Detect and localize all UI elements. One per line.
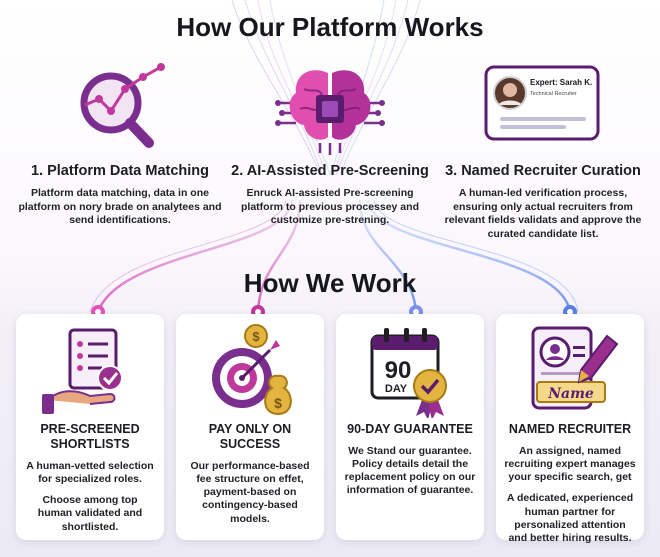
expert-name: Expert: Sarah K. [530,78,592,87]
card-description: Our performance-based fee structure on e… [190,460,310,525]
expert-profile-card-icon: Expert: Sarah K. Technical Recruiter [438,58,648,158]
calendar-badge-icon: 90 DAY [344,320,476,420]
step-platform-data-matching: 1. Platform Data Matching Platform data … [15,58,225,228]
step-title: 3. Named Recruiter Curation [445,163,641,179]
step-description: A human-led verification process, ensuri… [444,187,642,240]
step-ai-pre-screening: 2. AI-Assisted Pre-Screening Enruck AI-a… [225,58,435,228]
card-description: A human-vetted selection for specialized… [26,460,154,486]
step-title: 1. Platform Data Matching [30,163,210,179]
card-pre-screened-shortlists: PRE-SCREENED SHORTLISTS A human-vetted s… [16,314,164,540]
card-title: PRE-SCREENED SHORTLISTS [40,422,140,451]
step-description: Enruck AI-assisted Pre-screening platfor… [241,187,419,227]
id-card-pen-icon: Name [504,320,636,420]
calendar-label: DAY [385,383,408,395]
target-money-icon: $ $ [184,320,316,420]
svg-text:$: $ [274,395,282,411]
section-title: How We Work [243,268,417,298]
checklist-hand-icon [24,320,156,420]
svg-text:$: $ [252,329,260,344]
name-plate-text: Name [547,386,594,402]
magnifier-chart-icon [15,58,225,158]
card-description-secondary: A dedicated, experienced human partner f… [506,492,634,544]
card-named-recruiter: Name NAMED RECRUITER An assigned, named … [496,314,644,544]
card-title: 90-DAY GUARANTEE [347,422,473,436]
card-title: NAMED RECRUITER [508,422,632,436]
card-description: We Stand our guarantee. Policy details d… [344,445,476,497]
card-description-secondary: Choose among top human validated and sho… [37,494,143,533]
card-description: An assigned, named recruiting expert man… [504,445,636,484]
step-title: 2. AI-Assisted Pre-Screening [231,163,429,179]
calendar-number: 90 [385,357,412,384]
page-title: How Our Platform Works [176,12,484,42]
step-named-recruiter-curation: Expert: Sarah K. Technical Recruiter 3. … [438,58,648,242]
card-90-day-guarantee: 90 DAY 90-DAY GUARANTEE We Stand our gua… [336,314,484,540]
expert-subtitle: Technical Recruiter [530,91,577,97]
card-pay-only-on-success: $ $ PAY ONLY ON SUCCESS Our performance-… [176,314,324,540]
card-title: PAY ONLY ON SUCCESS [208,422,292,451]
ai-brain-icon [225,58,435,158]
step-description: Platform data matching, data in one plat… [18,187,222,227]
